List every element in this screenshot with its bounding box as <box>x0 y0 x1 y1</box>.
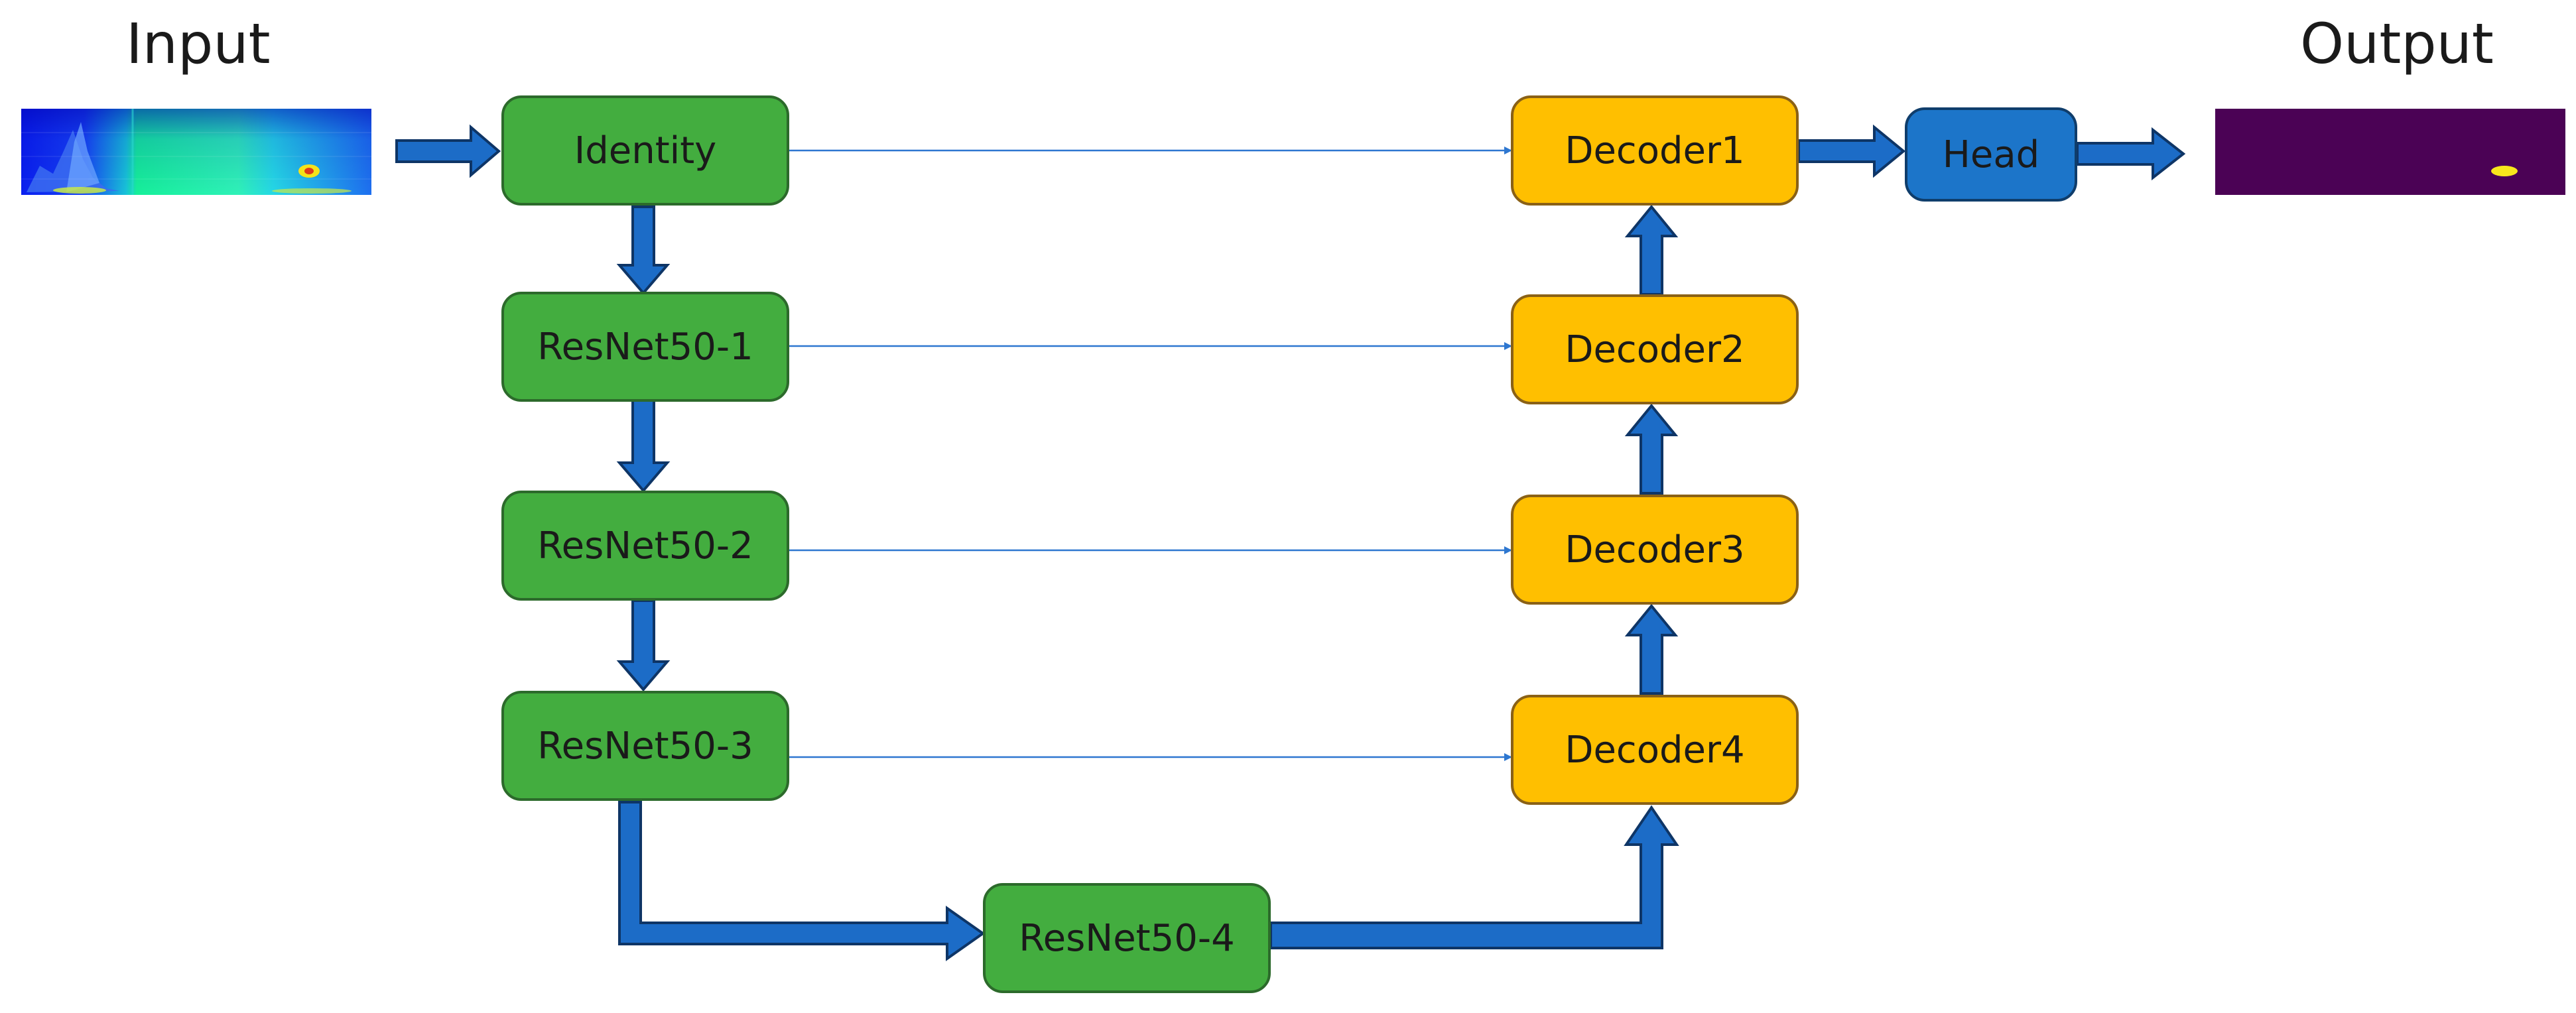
decoder4-block: Decoder4 <box>1511 695 1799 805</box>
arrow-decoder2-to-decoder1 <box>1624 204 1679 296</box>
arrow-head-to-output <box>2076 127 2186 181</box>
resnet50-2-block: ResNet50-2 <box>501 491 789 601</box>
arrow-resnet1-to-resnet2 <box>616 399 671 493</box>
output-mask-image <box>2215 109 2565 195</box>
arrow-resnet3-to-resnet4 <box>618 801 986 961</box>
resnet50-1-block: ResNet50-1 <box>501 292 789 402</box>
skip-connections <box>789 147 1512 761</box>
identity-block: Identity <box>501 95 789 206</box>
input-label: Input <box>126 11 271 76</box>
arrow-identity-to-resnet1 <box>616 206 671 296</box>
decoder2-block: Decoder2 <box>1511 294 1799 404</box>
decoder3-block: Decoder3 <box>1511 495 1799 605</box>
arrow-decoder1-to-head <box>1797 124 1906 178</box>
arrow-input-to-identity <box>395 124 501 178</box>
head-block: Head <box>1905 107 2077 202</box>
arrow-decoder4-to-decoder3 <box>1624 603 1679 695</box>
arrow-resnet2-to-resnet3 <box>616 599 671 692</box>
arrow-decoder3-to-decoder2 <box>1624 403 1679 495</box>
input-spectrogram-image <box>21 109 371 195</box>
decoder1-block: Decoder1 <box>1511 95 1799 206</box>
arrow-resnet4-to-decoder4 <box>1269 805 1679 949</box>
resnet50-3-block: ResNet50-3 <box>501 691 789 801</box>
flow-arrows <box>395 124 2186 961</box>
resnet50-4-block: ResNet50-4 <box>983 883 1271 993</box>
output-label: Output <box>2300 11 2494 76</box>
